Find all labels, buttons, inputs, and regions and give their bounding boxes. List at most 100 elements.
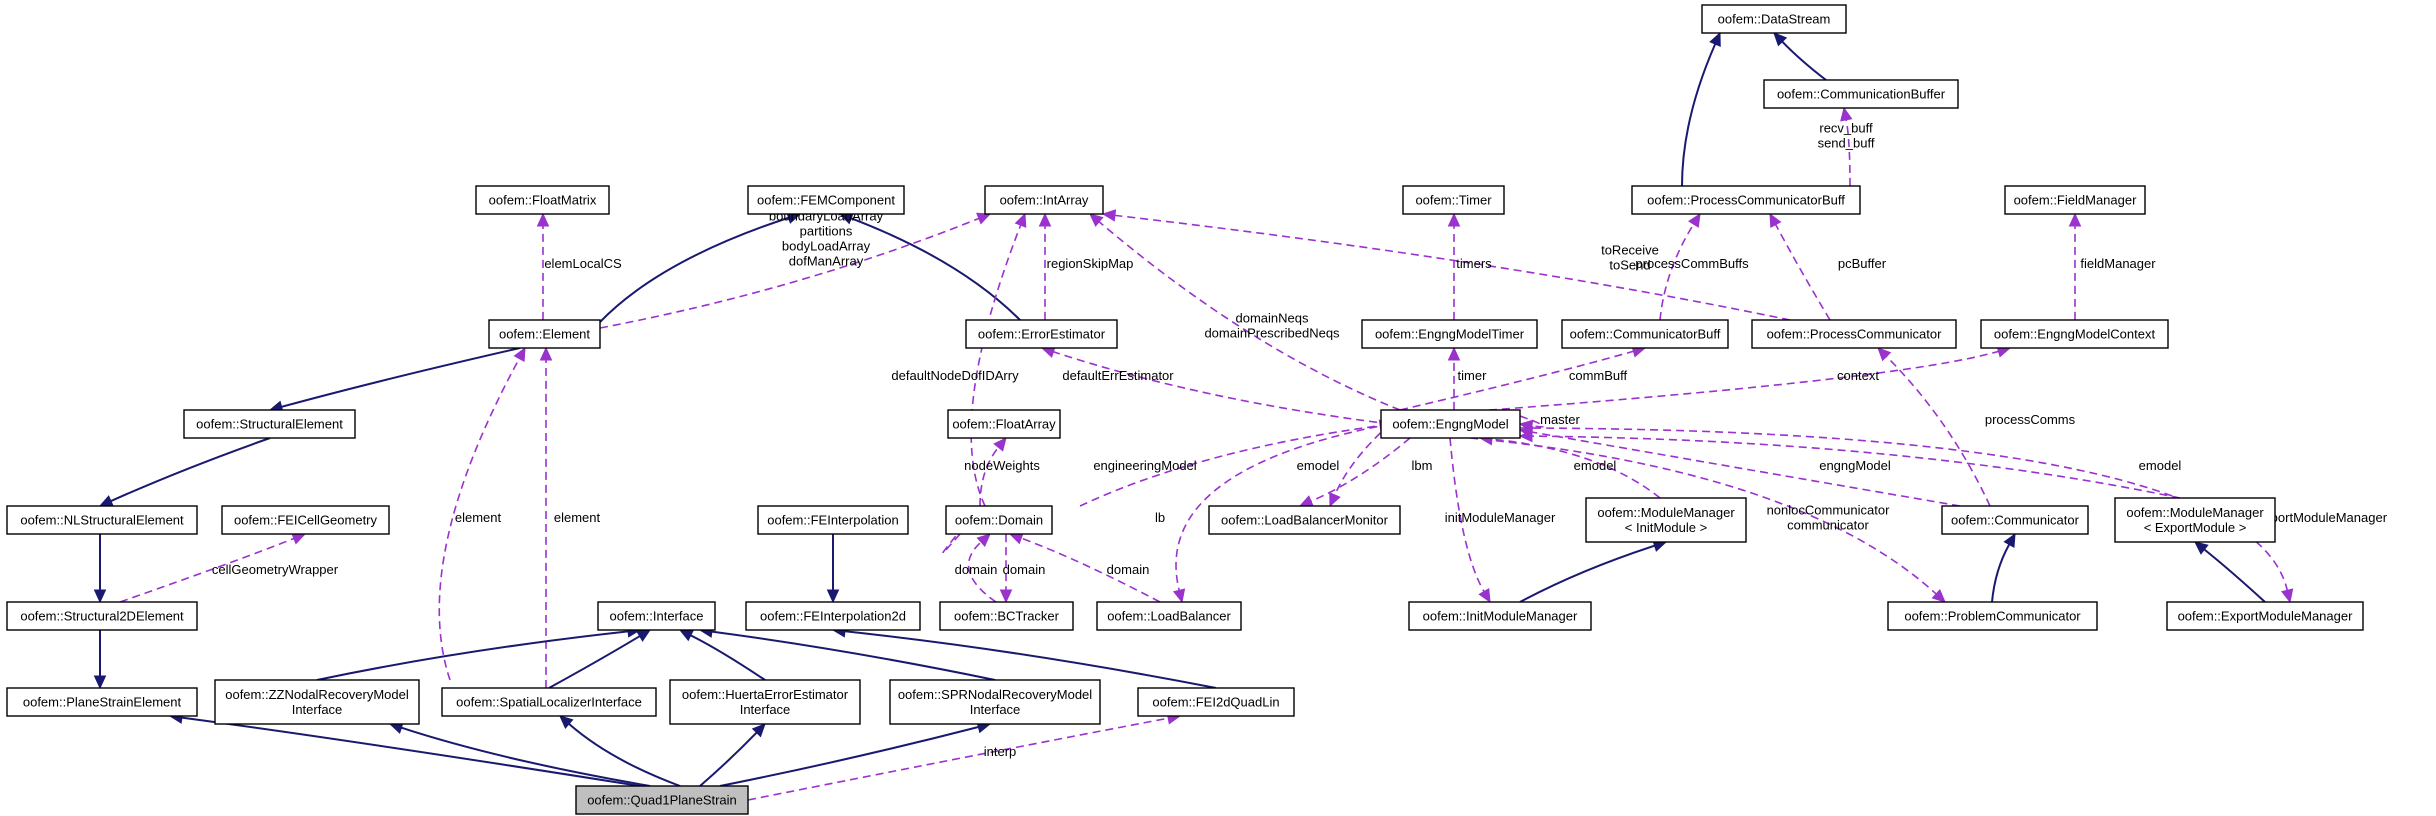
edge-process-communicator-buff-to-communicator-buff xyxy=(1659,223,1695,321)
edge-interface-to-zznodal-recovery xyxy=(316,630,629,681)
class-node-timer[interactable]: oofem::Timer xyxy=(1402,185,1505,215)
class-node-label: oofem::LoadBalancer xyxy=(1107,609,1231,624)
class-node-problem-communicator[interactable]: oofem::ProblemCommunicator xyxy=(1887,601,2098,631)
class-node-label: oofem::SPRNodalRecoveryModel xyxy=(898,687,1092,702)
class-node-fei2d-quad-lin[interactable]: oofem::FEI2dQuadLin xyxy=(1137,687,1295,717)
class-node-communicator-buff[interactable]: oofem::CommunicatorBuff xyxy=(1561,319,1729,349)
class-node-box xyxy=(475,185,610,215)
edge-label-line: fieldManager xyxy=(2080,256,2156,271)
class-node-data-stream[interactable]: oofem::DataStream xyxy=(1701,4,1847,34)
class-node-structural2-delement[interactable]: oofem::Structural2DElement xyxy=(6,601,198,631)
class-node-label: < InitModule > xyxy=(1625,520,1707,535)
class-node-process-communicator-buff[interactable]: oofem::ProcessCommunicatorBuff xyxy=(1631,185,1861,215)
edge-label: regionSkipMap xyxy=(1047,256,1134,271)
class-node-box xyxy=(2004,185,2146,215)
class-node-nlstructural-element[interactable]: oofem::NLStructuralElement xyxy=(6,505,198,535)
class-node-float-array[interactable]: oofem::FloatArray xyxy=(947,409,1061,439)
edge-label-line: nodeWeights xyxy=(964,458,1040,473)
edge-label: commBuff xyxy=(1569,368,1628,383)
class-node-init-module-manager[interactable]: oofem::InitModuleManager xyxy=(1408,601,1592,631)
edge-label-line: engineeringModel xyxy=(1093,458,1196,473)
edge-plane-strain-element-to-quad1-plane-strain xyxy=(181,716,641,787)
class-node-label: oofem::BCTracker xyxy=(954,609,1060,624)
edge-label: element xyxy=(554,510,601,525)
class-node-spatial-localizer[interactable]: oofem::SpatialLocalizerInterface xyxy=(441,687,657,717)
class-node-quad1-plane-strain[interactable]: oofem::Quad1PlaneStrain xyxy=(575,785,749,815)
class-node-load-balancer[interactable]: oofem::LoadBalancer xyxy=(1096,601,1242,631)
class-node-element[interactable]: oofem::Element xyxy=(488,319,601,349)
class-node-box xyxy=(1380,409,1521,439)
class-node-int-array[interactable]: oofem::IntArray xyxy=(984,185,1104,215)
class-node-feinterpolation2d[interactable]: oofem::FEInterpolation2d xyxy=(745,601,921,631)
class-node-box xyxy=(1408,601,1592,631)
edge-int-array-to-engng-model xyxy=(1098,221,1401,411)
arrowhead-structural2-delement xyxy=(93,589,107,604)
edge-label-line: timer xyxy=(1458,368,1488,383)
arrowhead-error-estimator xyxy=(1038,212,1052,227)
class-node-box xyxy=(2114,497,2276,543)
class-node-structural-element[interactable]: oofem::StructuralElement xyxy=(183,409,356,439)
edge-fei2d-quad-lin-to-quad1-plane-strain xyxy=(747,717,1169,801)
edge-domain-to-load-balancer xyxy=(1020,537,1161,603)
edge-label-line: domain xyxy=(955,562,998,577)
edge-load-balancer-monitor-to-engng-model xyxy=(1310,437,1411,502)
edge-label-line: communicator xyxy=(1787,518,1869,533)
class-node-domain[interactable]: oofem::Domain xyxy=(945,505,1053,535)
arrowhead-engng-model xyxy=(1298,495,1314,507)
arrowhead-feinterpolation2d xyxy=(826,589,840,604)
edge-error-estimator-to-engng-model xyxy=(1053,350,1391,425)
edge-engng-model-to-load-balancer-monitor xyxy=(1334,423,1391,496)
class-node-plane-strain-element[interactable]: oofem::PlaneStrainElement xyxy=(6,687,198,717)
class-node-load-balancer-monitor[interactable]: oofem::LoadBalancerMonitor xyxy=(1208,505,1401,535)
class-node-box xyxy=(488,319,601,349)
class-node-field-manager[interactable]: oofem::FieldManager xyxy=(2004,185,2146,215)
edge-label-line: elemLocalCS xyxy=(544,256,622,271)
arrowhead-quad1-plane-strain xyxy=(559,715,574,729)
class-node-interface[interactable]: oofem::Interface xyxy=(597,601,716,631)
class-node-feinterpolation[interactable]: oofem::FEInterpolation xyxy=(757,505,909,535)
class-node-box xyxy=(2166,601,2364,631)
arrowhead-engng-model-timer xyxy=(1447,212,1461,227)
class-node-module-manager-init[interactable]: oofem::ModuleManager< InitModule > xyxy=(1585,497,1747,543)
arrowhead-problem-communicator xyxy=(2003,532,2016,548)
class-node-label: oofem::ModuleManager xyxy=(2126,505,2264,520)
class-node-engng-model-context[interactable]: oofem::EngngModelContext xyxy=(1980,319,2169,349)
class-node-bctracker[interactable]: oofem::BCTracker xyxy=(939,601,1074,631)
class-node-module-manager-export[interactable]: oofem::ModuleManager< ExportModule > xyxy=(2114,497,2276,543)
class-node-process-communicator[interactable]: oofem::ProcessCommunicator xyxy=(1751,319,1957,349)
class-node-box xyxy=(945,505,1053,535)
edge-label-line: emodel xyxy=(2139,458,2182,473)
edge-label-line: domainNeqs xyxy=(1236,311,1309,326)
arrowhead-process-communicator xyxy=(1769,212,1782,228)
class-node-box xyxy=(575,785,749,815)
class-node-engng-model-timer[interactable]: oofem::EngngModelTimer xyxy=(1361,319,1538,349)
class-node-float-matrix[interactable]: oofem::FloatMatrix xyxy=(475,185,610,215)
class-node-export-module-manager[interactable]: oofem::ExportModuleManager xyxy=(2166,601,2364,631)
arrowhead-process-communicator xyxy=(1101,209,1117,222)
edge-label: processCommBuffs xyxy=(1635,256,1749,271)
edge-element-to-zznodal-recovery xyxy=(438,358,520,681)
class-node-error-estimator[interactable]: oofem::ErrorEstimator xyxy=(965,319,1118,349)
class-node-communicator[interactable]: oofem::Communicator xyxy=(1941,505,2089,535)
class-node-box xyxy=(757,505,909,535)
edge-data-stream-to-communication-buffer xyxy=(1781,40,1827,81)
edge-feicell-geometry-to-structural2-delement xyxy=(119,537,295,603)
edge-label-line: emodel xyxy=(1574,458,1617,473)
edge-engng-model-to-export-module-manager xyxy=(1519,427,2289,591)
edge-label-line: emodel xyxy=(1297,458,1340,473)
edge-int-array-to-element xyxy=(599,217,980,329)
class-node-engng-model[interactable]: oofem::EngngModel xyxy=(1380,409,1521,439)
class-node-femcomponent[interactable]: oofem::FEMComponent xyxy=(747,185,905,215)
edge-label-line: interp xyxy=(984,744,1017,759)
arrowhead-export-module-manager xyxy=(2281,588,2294,604)
edge-label-line: domain xyxy=(1003,562,1046,577)
class-node-feicell-geometry[interactable]: oofem::FEICellGeometry xyxy=(221,505,390,535)
class-node-communication-buffer[interactable]: oofem::CommunicationBuffer xyxy=(1763,79,1959,109)
edge-int-array-to-domain xyxy=(970,224,1022,507)
class-node-box xyxy=(669,679,861,725)
